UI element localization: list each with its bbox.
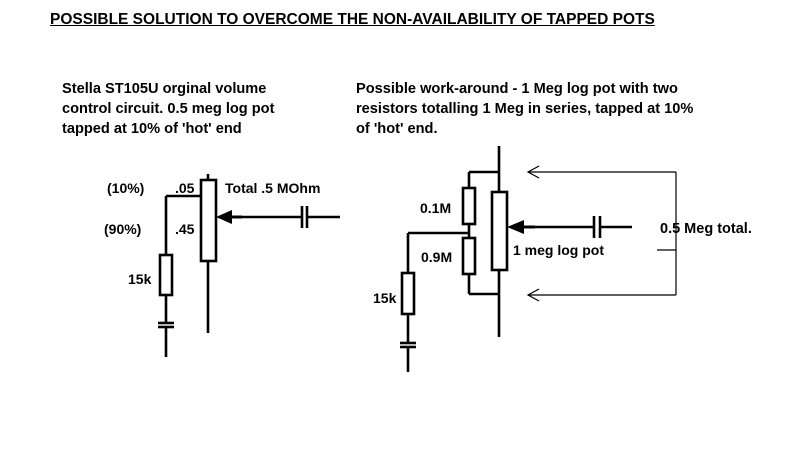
left-description-line: control circuit. 0.5 meg log pot [62, 101, 275, 117]
right-description-line: resistors totalling 1 Meg in series, tap… [356, 101, 694, 117]
right-circuit-schematic [400, 146, 632, 372]
right-circuit-description: Possible work-around - 1 Meg log pot wit… [356, 79, 693, 139]
label-total-left: Total .5 MOhm [225, 180, 321, 196]
label-lower-section: .45 [175, 221, 195, 237]
right-description-line: Possible work-around - 1 Meg log pot wit… [356, 81, 678, 97]
label-lower-resistor: 0.9M [421, 249, 453, 265]
right-wiper-arrow [507, 220, 535, 234]
label-upper-section: .05 [175, 180, 195, 196]
label-total-right: 0.5 Meg total. [660, 221, 752, 237]
left-circuit-schematic [158, 174, 340, 357]
right-resistor-15k [400, 271, 416, 316]
page-title: POSSIBLE SOLUTION TO OVERCOME THE NON-AV… [50, 11, 655, 28]
left-wiper-arrow [216, 210, 242, 224]
left-description-line: tapped at 10% of 'hot' end [62, 121, 242, 137]
right-resistor-0-9m [461, 236, 477, 276]
label-pot: 1 meg log pot [513, 242, 604, 258]
right-pot-body [490, 190, 509, 272]
left-resistor-15k [158, 253, 174, 297]
label-90-percent: (90%) [104, 221, 142, 237]
label-resistor-left: 15k [128, 271, 152, 287]
label-10-percent: (10%) [107, 180, 145, 196]
total-annotation-bracket [526, 165, 677, 302]
right-description-line: of 'hot' end. [356, 121, 438, 137]
left-pot-body [199, 178, 218, 263]
left-description-line: Stella ST105U orginal volume [62, 81, 267, 97]
right-resistor-0-1m [461, 186, 477, 226]
label-resistor-right: 15k [373, 290, 397, 306]
left-circuit-description: Stella ST105U orginal volume control cir… [62, 79, 274, 139]
label-upper-resistor: 0.1M [420, 200, 452, 216]
